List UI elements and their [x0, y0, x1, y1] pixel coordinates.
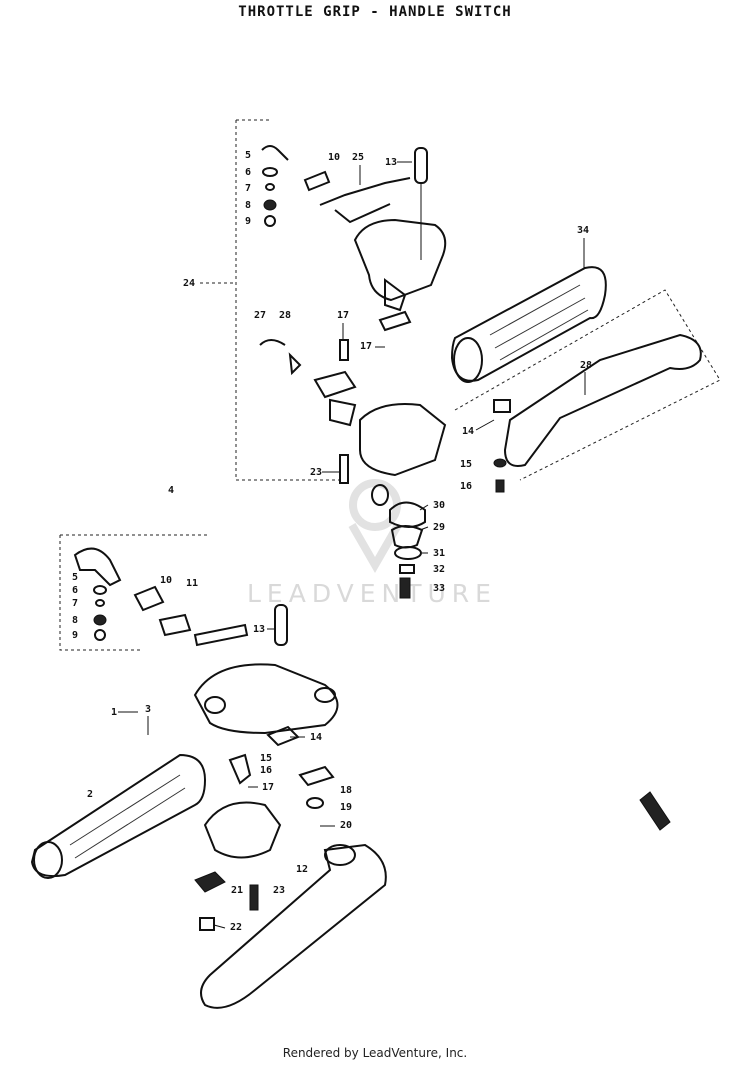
callout-28: 28 — [279, 310, 291, 321]
callout-10: 10 — [328, 152, 340, 163]
callout-32: 32 — [433, 564, 445, 575]
callout-18: 18 — [340, 785, 352, 796]
callout-33: 33 — [433, 583, 445, 594]
diagram-title: THROTTLE GRIP - HANDLE SWITCH — [238, 4, 512, 20]
leader-lines — [118, 161, 586, 929]
callout-8: 8 — [245, 200, 251, 211]
callout-3: 3 — [145, 704, 151, 715]
callout-20: 20 — [340, 820, 352, 831]
clutch-lever-lower — [200, 843, 387, 1009]
direction-arrow-icon — [639, 791, 671, 831]
callout-7: 7 — [72, 598, 78, 609]
callout-17: 17 — [337, 310, 349, 321]
callout-2: 2 — [87, 789, 93, 800]
callout-1: 1 — [111, 707, 117, 718]
callout-25: 25 — [352, 152, 364, 163]
switch-parts-upper — [303, 147, 428, 260]
watermark-text: LEADVENTURE — [247, 579, 497, 608]
callout-13: 13 — [385, 157, 397, 168]
throttle-grip-34 — [450, 266, 607, 383]
brake-lever-upper — [454, 289, 721, 481]
callout-21: 21 — [231, 885, 243, 896]
upper-assembly-outline — [200, 119, 340, 481]
small-parts-30-33 — [389, 458, 507, 599]
handlebar-grip-2 — [30, 753, 207, 879]
callout-22: 22 — [230, 922, 242, 933]
callout-9: 9 — [245, 216, 251, 227]
callout-14: 14 — [310, 732, 322, 743]
callout-6: 6 — [72, 585, 78, 596]
lower-assembly-outline — [59, 534, 210, 651]
small-parts-lower — [73, 547, 122, 641]
callout-8: 8 — [72, 615, 78, 626]
callout-6: 6 — [245, 167, 251, 178]
callout-16: 16 — [460, 481, 472, 492]
callout-29: 29 — [433, 522, 445, 533]
callout-5: 5 — [72, 572, 78, 583]
callout-23: 23 — [310, 467, 322, 478]
switch-parts-lower — [133, 585, 288, 647]
callout-12: 12 — [296, 864, 308, 875]
throttle-housing-upper — [259, 339, 447, 506]
callout-4: 4 — [168, 485, 174, 496]
callout-30: 30 — [433, 500, 445, 511]
lever-bracket-lower — [194, 753, 335, 931]
callout-27: 27 — [254, 310, 266, 321]
callout-28: 28 — [580, 360, 592, 371]
callout-13: 13 — [253, 624, 265, 635]
watermark-logo — [348, 479, 402, 574]
small-parts-upper — [261, 145, 289, 227]
callout-17: 17 — [360, 341, 372, 352]
callout-23: 23 — [273, 885, 285, 896]
callout-5: 5 — [245, 150, 251, 161]
callout-24: 24 — [183, 278, 195, 289]
callout-16: 16 — [260, 765, 272, 776]
callout-14: 14 — [462, 426, 474, 437]
callout-15: 15 — [260, 753, 272, 764]
callout-19: 19 — [340, 802, 352, 813]
callout-31: 31 — [433, 548, 445, 559]
callout-17: 17 — [262, 782, 274, 793]
callout-34: 34 — [577, 225, 589, 236]
callout-11: 11 — [186, 578, 198, 589]
switch-housing-upper — [353, 218, 447, 332]
footer-credit: Rendered by LeadVenture, Inc. — [282, 1046, 468, 1060]
callout-15: 15 — [460, 459, 472, 470]
callout-7: 7 — [245, 183, 251, 194]
callout-10: 10 — [160, 575, 172, 586]
callout-9: 9 — [72, 630, 78, 641]
